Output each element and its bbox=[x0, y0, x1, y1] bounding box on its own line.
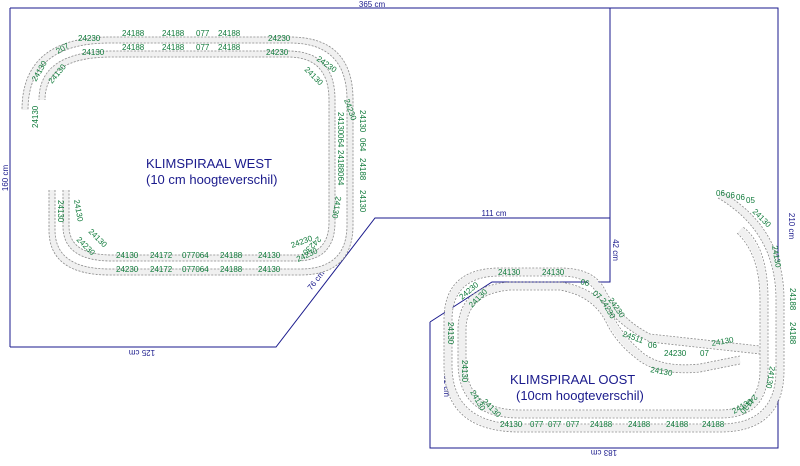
west-right-outer-3: 064 bbox=[358, 138, 367, 152]
west-right-outer-4: 24188 bbox=[358, 158, 367, 181]
west-top-inner-3: 077 bbox=[196, 43, 210, 52]
west-rail-inner-a bbox=[38, 50, 336, 262]
west-top-inner-1: 24188 bbox=[122, 43, 145, 52]
west-rail-inner-b bbox=[44, 56, 330, 256]
west-bottom-outer-1: 24172 bbox=[150, 251, 173, 260]
baseboard-outline bbox=[10, 7, 779, 449]
east-top-0: 24130 bbox=[498, 268, 521, 277]
west-bottom-outer-2: 077064 bbox=[182, 251, 209, 260]
east-s-7: 07 bbox=[700, 349, 709, 358]
east-rail-main-b bbox=[443, 191, 785, 433]
east-bottom-7: 24188 bbox=[702, 420, 725, 429]
east-right-top-3: 05 bbox=[746, 196, 755, 205]
west-right-inner-4: 064 bbox=[336, 172, 345, 186]
east-s-6: 24230 bbox=[664, 349, 687, 358]
east-bottom-0: 24130 bbox=[500, 420, 523, 429]
west-track-outer bbox=[21, 36, 354, 276]
west-top-inner-4: 24188 bbox=[218, 43, 241, 52]
east-right-top-2: 06 bbox=[736, 193, 745, 202]
west-lower-left-0: 24130 bbox=[56, 200, 65, 223]
west-right-outer-5: 24130 bbox=[358, 190, 367, 213]
west-rail-outer-a bbox=[21, 36, 354, 276]
dim-right-height: 210 cm bbox=[787, 213, 796, 240]
east-right-3: 24130 bbox=[764, 366, 777, 390]
east-rail-inner-b bbox=[457, 226, 769, 419]
east-bottom-1: 077 bbox=[530, 420, 544, 429]
west-spiral bbox=[21, 36, 354, 276]
east-left-0: 24130 bbox=[446, 322, 455, 345]
dim-east-bottom: 183 cm bbox=[591, 448, 618, 457]
dim-middle-width: 111 cm bbox=[481, 209, 506, 218]
west-top-outer-1: 24230 bbox=[78, 34, 101, 43]
west-top-outer-6: 24230 bbox=[268, 34, 291, 43]
west-title-line1: KLIMSPIRAAL WEST bbox=[146, 156, 272, 171]
dim-east-left-height: 61 cm bbox=[442, 375, 451, 397]
west-bottom-inner-2: 077064 bbox=[182, 265, 209, 274]
west-title-line2: (10 cm hoogteverschil) bbox=[146, 172, 278, 187]
east-bottom-4: 24188 bbox=[590, 420, 613, 429]
east-rail-main-a bbox=[451, 197, 777, 425]
east-bottom-5: 24188 bbox=[628, 420, 651, 429]
dim-step-height: 42 cm bbox=[611, 239, 620, 261]
west-bottom-inner-0: 24230 bbox=[116, 265, 139, 274]
west-right-inner-5: 24130 bbox=[330, 196, 343, 220]
east-s-0: 06 bbox=[579, 277, 590, 288]
west-right-inner-3: 24188 bbox=[336, 150, 345, 173]
east-right-0: 24130 bbox=[770, 245, 783, 269]
west-bottom-inner-1: 24172 bbox=[150, 265, 173, 274]
east-left-1: 24130 bbox=[460, 360, 469, 383]
west-top-outer-5: 24188 bbox=[218, 29, 241, 38]
west-right-inner-2: 064 bbox=[336, 134, 345, 148]
east-bottom-3: 077 bbox=[566, 420, 580, 429]
west-bottom-inner-3: 24188 bbox=[220, 265, 243, 274]
east-spiral bbox=[443, 191, 785, 433]
west-lower-left-1: 24130 bbox=[72, 199, 85, 223]
east-title-line2: (10cm hoogteverschil) bbox=[516, 388, 644, 403]
west-bottom-outer-0: 24130 bbox=[116, 251, 139, 260]
west-bottom-outer-4: 24130 bbox=[258, 251, 281, 260]
west-top-outer-2: 24188 bbox=[122, 29, 145, 38]
east-right-top-1: 06 bbox=[726, 191, 735, 200]
west-top-inner-2: 24188 bbox=[162, 43, 185, 52]
east-s-8: 24130 bbox=[711, 335, 735, 348]
east-right-2: 24188 bbox=[788, 322, 797, 345]
west-bottom-inner-4: 24130 bbox=[258, 265, 281, 274]
east-s-9: 24130 bbox=[650, 365, 674, 378]
dim-left-height: 160 cm bbox=[1, 165, 10, 192]
east-top-1: 24130 bbox=[542, 268, 565, 277]
west-right-inner-1: 24130 bbox=[336, 112, 345, 135]
west-left-2: 24130 bbox=[31, 105, 40, 128]
west-top-inner-5: 24230 bbox=[266, 48, 289, 57]
west-track-inner bbox=[38, 50, 336, 262]
west-top-outer-3: 24188 bbox=[162, 29, 185, 38]
west-top-inner-0: 24130 bbox=[82, 48, 105, 57]
east-bottom-6: 24188 bbox=[666, 420, 689, 429]
east-track-main bbox=[444, 191, 784, 432]
east-right-1: 24188 bbox=[788, 288, 797, 311]
east-bottom-2: 077 bbox=[548, 420, 562, 429]
west-rail-outer-b bbox=[27, 42, 348, 270]
west-top-outer-4: 077 bbox=[196, 29, 210, 38]
east-right-top-0: 06 bbox=[716, 189, 725, 198]
dim-top-width: 365 cm bbox=[359, 0, 386, 9]
east-s-5: 06 bbox=[648, 341, 657, 350]
dim-west-bottom: 125 cm bbox=[129, 348, 156, 357]
west-right-outer-2: 24130 bbox=[358, 110, 367, 133]
east-title-line1: KLIMSPIRAAL OOST bbox=[510, 372, 635, 387]
east-rail-inner-a bbox=[465, 232, 761, 411]
west-bottom-outer-3: 24188 bbox=[220, 251, 243, 260]
east-track-inner bbox=[458, 227, 768, 418]
